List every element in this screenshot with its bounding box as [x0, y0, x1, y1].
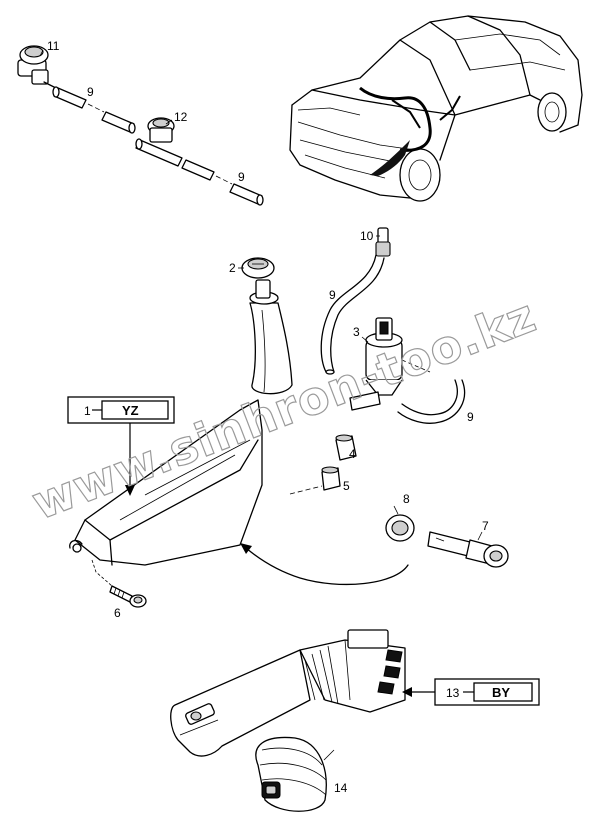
washer-hose-9b: [181, 159, 264, 206]
wiper-stalk-switch-13: [170, 629, 406, 757]
callout-9b: 9: [238, 170, 245, 184]
callout-11: 11: [47, 39, 60, 53]
callout-9c: 9: [329, 288, 336, 302]
callout-6: 6: [114, 606, 121, 620]
callout-8: 8: [403, 492, 410, 506]
washer-jet-11: [17, 45, 57, 89]
callout-13: 13: [446, 686, 460, 700]
screw-6: [91, 559, 147, 608]
code-yz: YZ: [122, 403, 139, 418]
relocation-arrow: [240, 543, 409, 586]
code-box-1: [67, 396, 175, 496]
leader-lines: [39, 49, 483, 761]
washer-hose-9a: [52, 86, 136, 134]
callout-1: 1: [84, 404, 91, 418]
code-by: BY: [492, 685, 510, 700]
callout-14: 14: [334, 781, 348, 795]
stalk-boot-14: [255, 736, 327, 812]
washer-fluid-reservoir: [69, 279, 293, 566]
hose-connector-10: [375, 227, 391, 257]
callout-9a: 9: [87, 85, 94, 99]
washer-jet-12: [135, 117, 183, 167]
filler-cap-2: [241, 257, 275, 279]
callout-4: 4: [349, 447, 356, 461]
grommet-8: [385, 514, 415, 542]
callout-2: 2: [229, 261, 236, 275]
callout-10: 10: [360, 229, 374, 243]
car-illustration: [289, 15, 583, 202]
grommet-5: [289, 466, 341, 495]
callout-7: 7: [482, 519, 489, 533]
grommet-4: [335, 434, 357, 461]
callout-12: 12: [174, 110, 188, 124]
level-sensor-7: [427, 531, 509, 568]
washer-hose-9c: [320, 254, 385, 375]
callout-9d: 9: [467, 410, 474, 424]
callout-5: 5: [343, 479, 350, 493]
code-box-13: [402, 678, 540, 706]
callout-3: 3: [353, 325, 360, 339]
washer-hose-9d: [397, 379, 466, 424]
